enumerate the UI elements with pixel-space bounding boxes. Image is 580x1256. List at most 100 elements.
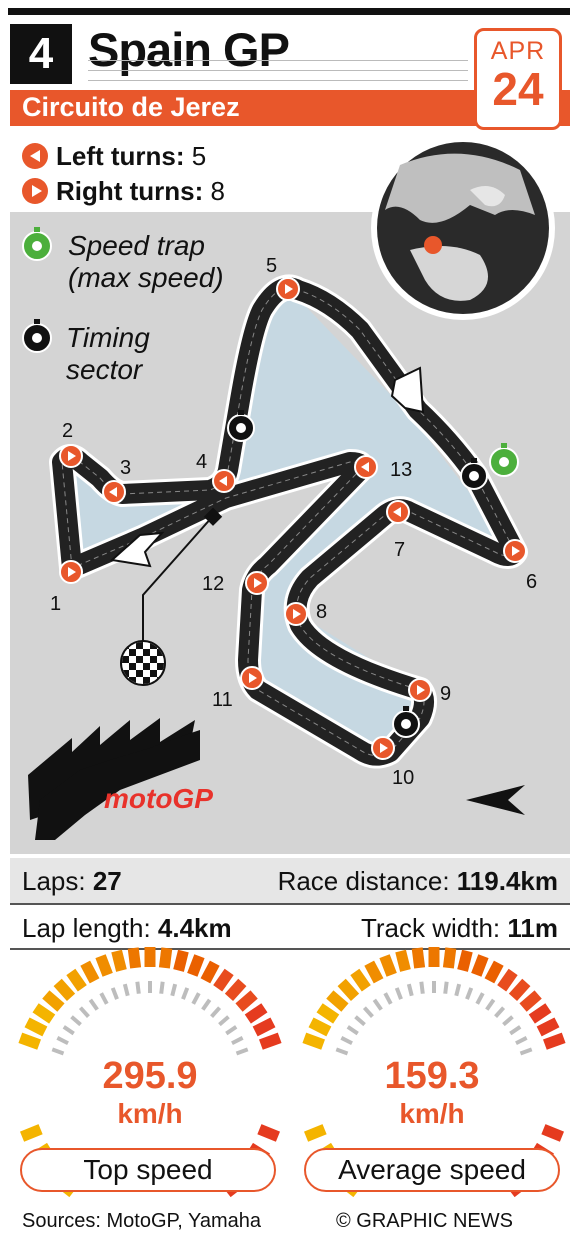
motogp-logo — [28, 718, 200, 840]
gauge-tick — [70, 1015, 82, 1027]
gauge-tick — [494, 1006, 506, 1018]
gauge-tick — [354, 1015, 366, 1027]
left-turns-label: Left turns: — [56, 141, 185, 171]
gauge-segment — [541, 1124, 565, 1142]
title-divider — [88, 70, 468, 71]
stats-divider — [10, 903, 570, 905]
right-turns-label: Right turns: — [56, 176, 204, 206]
gauge-tick — [346, 1025, 359, 1036]
gauge-segment — [173, 949, 189, 972]
gauge-tick — [51, 1047, 65, 1056]
gauge-segment — [519, 990, 542, 1012]
gauge-segment — [411, 947, 426, 969]
turn-number: 12 — [202, 573, 224, 595]
right-turn-marker — [276, 277, 300, 301]
stats-row-1: Laps: 27 Race distance: 119.4km — [10, 858, 570, 904]
track-width-stat: Track width: 11m — [361, 913, 558, 944]
gauge-segment — [127, 947, 142, 969]
gauge-segment — [213, 968, 234, 992]
left-turns: Left turns: 5 — [22, 141, 206, 172]
right-turns: Right turns: 8 — [22, 176, 225, 207]
gauge-segment — [508, 978, 531, 1001]
gauge-segment — [536, 1017, 560, 1037]
right-turn-marker — [240, 666, 264, 690]
gauge-segment — [80, 960, 100, 984]
track-width-value: 11m — [507, 913, 558, 943]
track-width-label: Track width: — [360, 913, 501, 943]
gauge-tick — [210, 1006, 222, 1018]
gauge-segment — [442, 947, 457, 969]
gauge-segment — [66, 968, 87, 992]
right-turn-marker — [245, 571, 269, 595]
legend-speed-trap: Speed trap (max speed) — [68, 230, 224, 294]
gauge-tick — [519, 1047, 533, 1056]
gauge-tick — [394, 987, 403, 1000]
timing-sector-icon — [22, 319, 52, 353]
motogp-logo-text: motoGP — [104, 783, 213, 814]
legend-speed-trap-line2: (max speed) — [68, 262, 224, 293]
gauge-segment — [18, 1032, 41, 1050]
gauge-segment — [457, 949, 473, 972]
gauge-tick — [335, 1047, 349, 1056]
title-divider — [88, 60, 468, 61]
race-distance-stat: Race distance: 119.4km — [278, 866, 558, 897]
gauge-segment — [42, 990, 65, 1012]
legend-timing-line1: Timing — [66, 322, 150, 353]
left-turn-icon — [22, 143, 48, 169]
laps-value: 27 — [92, 866, 122, 896]
lap-length-stat: Lap length: 4.4km — [22, 913, 232, 944]
compass-arrow-icon — [466, 785, 525, 815]
gauge-segment — [235, 990, 258, 1012]
gauge-segment — [303, 1124, 327, 1142]
gauge-segment — [19, 1124, 43, 1142]
average-speed-unit: km/h — [399, 1098, 465, 1129]
title-divider — [88, 80, 468, 81]
gauge-segment — [316, 1003, 340, 1024]
timing-sector-icon — [227, 410, 255, 442]
gauge-segment — [395, 949, 411, 972]
left-turn-marker — [354, 455, 378, 479]
lap-length-value: 4.4km — [157, 913, 232, 943]
gauge-tick — [406, 983, 414, 997]
race-distance-value: 119.4km — [456, 866, 558, 896]
turn-number: 2 — [62, 420, 73, 442]
left-turns-value: 5 — [191, 141, 207, 171]
direction-arrow-icon — [109, 531, 165, 568]
gauge-segment — [200, 960, 220, 984]
gauge-segment — [364, 960, 384, 984]
gauge-tick — [170, 983, 178, 997]
right-turn-marker — [408, 678, 432, 702]
gauge-segment — [95, 954, 113, 977]
legend-timing: Timing sector — [66, 322, 150, 386]
date-badge: APR 24 — [474, 28, 562, 130]
gauge-segment — [187, 954, 205, 977]
gauge-tick — [56, 1036, 69, 1046]
gauge-tick — [362, 1006, 374, 1018]
speed-trap-icon — [489, 443, 519, 477]
gauge-segment — [337, 978, 360, 1001]
gauge-segment — [244, 1003, 268, 1024]
gauge-tick — [419, 981, 425, 994]
gauge-tick — [218, 1015, 230, 1027]
turn-number: 4 — [196, 451, 207, 473]
turn-number: 11 — [212, 689, 233, 711]
left-turn-marker — [386, 500, 410, 524]
start-finish-leader — [142, 515, 214, 648]
gauge-segment — [471, 954, 489, 977]
chequered-flag-icon — [120, 640, 166, 686]
gauge-segment — [111, 949, 127, 972]
gauge-segment — [32, 1003, 56, 1024]
gauge-segment — [484, 960, 504, 984]
left-turn-marker — [212, 469, 236, 493]
gauge-tick — [78, 1006, 90, 1018]
page-title: Spain GP — [88, 23, 290, 76]
gauge-segment — [302, 1032, 325, 1050]
gauge-tick — [372, 998, 383, 1011]
gauge-tick — [135, 981, 141, 994]
top-speed-value: 295.9 — [102, 1055, 198, 1097]
legend-speed-trap-line1: Speed trap — [68, 230, 205, 261]
turn-number: 1 — [50, 593, 61, 615]
top-speed-label: Top speed — [20, 1148, 276, 1192]
gauge-segment — [24, 1017, 48, 1037]
